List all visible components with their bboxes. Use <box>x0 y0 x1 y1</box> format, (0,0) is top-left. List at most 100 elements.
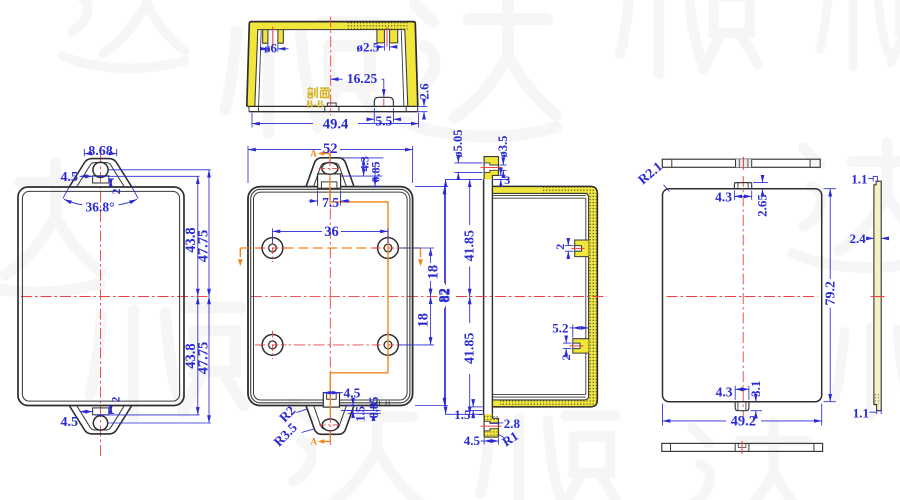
section-arrow <box>317 439 325 444</box>
dim-half-heights: 41.85 41.85 <box>445 178 482 415</box>
dimension-text: 41.85 <box>462 333 477 365</box>
dimension-text: 4.5 <box>61 415 79 430</box>
dimension-text: 3.1 <box>748 381 763 397</box>
dim-lid-tab-bottom-width: 4.3 <box>716 385 750 400</box>
dimension-text: 18 <box>425 265 441 280</box>
dimension-text: 2 <box>111 188 123 194</box>
dim-lid-width: 49.2 <box>662 403 823 430</box>
dimension-line <box>62 186 70 199</box>
boss-top-left <box>258 234 287 262</box>
dim-tab-width-bottom: 4.5 <box>323 385 361 400</box>
dim-hole: ø3.5 <box>496 136 510 179</box>
view-lid-front: R2.1 4.3 2.65 79.2 4.3 <box>635 159 839 430</box>
dimension-text: 16.25 <box>347 71 378 86</box>
dimension-text: 8.68 <box>88 144 113 159</box>
cutting-plane-aa: A A <box>310 149 389 447</box>
dim-boss-offset: 16.25 <box>330 71 386 98</box>
dim-overall-height: 82 <box>439 179 454 415</box>
dimension-text: 79.2 <box>824 281 839 306</box>
lid-tab-top-inner <box>737 182 749 189</box>
outline-line <box>484 162 499 173</box>
hatch-dots <box>543 186 596 194</box>
dim-step-top: 3 <box>493 167 510 188</box>
dimension-text: 2 <box>111 396 123 402</box>
dimension-text: ø3.5 <box>496 136 510 158</box>
dim-lid-height: 79.2 <box>823 188 839 403</box>
dimension-text: R1 <box>499 428 520 449</box>
dimension-text: 1.5 <box>354 406 368 422</box>
dim-boss-length: 5.2 <box>552 320 589 338</box>
dim-hole-spacing-x: 36 <box>272 224 389 244</box>
section-arrow <box>237 259 243 267</box>
dimension-text: 0.85 <box>367 397 381 419</box>
dimension-line <box>498 434 506 439</box>
dim-offset-top: 4.5 <box>61 170 93 185</box>
section-marker-a-top: A <box>310 149 317 159</box>
dimension-text: 47.75 <box>196 342 212 375</box>
dim-edge-top: 1.1 <box>851 171 878 186</box>
tab-bottom-notch <box>326 392 337 400</box>
ear-bottom-hole <box>92 415 109 431</box>
dimension-text: 4.3 <box>358 156 372 171</box>
dim-counterbore: ø5.05 <box>451 129 483 181</box>
ear-top-crosshair <box>318 159 342 178</box>
watermark-glyph <box>820 0 900 67</box>
section-cut-line <box>329 153 389 442</box>
section-title-en: B-B <box>306 100 324 111</box>
dim-ear-hole-offset: 2.8 <box>490 416 521 431</box>
ear-top-hole <box>92 161 109 179</box>
dimension-line <box>663 184 670 192</box>
section-outline-inner <box>254 29 409 107</box>
dimension-text: 82 <box>436 288 452 303</box>
rim-center-step <box>326 102 337 107</box>
section-marker-a-bottom: A <box>311 437 318 447</box>
dimension-text: R3.5 <box>271 420 301 450</box>
view-section-aa: ø5.05 ø3.5 3 41.85 41.85 <box>439 129 607 449</box>
ear-bottom-outer <box>68 405 133 435</box>
dim-step-bottom: 1.5 0.85 <box>341 397 381 422</box>
dimension-text: 43.8 <box>183 227 199 252</box>
boss-left-wall-b <box>277 29 284 44</box>
dimension-text: 2.8 <box>504 416 521 431</box>
ear-top-section <box>480 156 502 180</box>
watermark-glyph <box>62 0 184 68</box>
dimension-text: 0.85 <box>369 162 383 183</box>
body-outline-inner <box>21 190 181 402</box>
drawing-line <box>313 86 319 99</box>
boss-left-outline <box>262 29 284 44</box>
dim-ear-hole-width: 8.68 <box>83 144 118 159</box>
dim-half-bottom: 43.8 47.75 <box>94 296 212 424</box>
outline-line <box>483 156 500 180</box>
view-lid-side: 1.1 2.4 1.1 <box>850 171 890 421</box>
body-outline-outer <box>17 186 185 407</box>
watermark-glyph <box>403 0 556 137</box>
dim-boss-hole-bottom: 2 <box>559 335 573 361</box>
dim-hole-spacing-y: 18 18 <box>398 247 441 346</box>
dimension-text: 18 <box>415 313 431 328</box>
dimension-text: ø5.05 <box>451 129 465 157</box>
dimension-text: ø2.5 <box>357 40 380 55</box>
dimension-text: 7.5 <box>322 195 339 210</box>
dimension-text: 2 <box>553 244 567 250</box>
dimension-text: 1.1 <box>851 171 867 186</box>
dim-corner-radius: R2.1 <box>635 159 670 192</box>
boss-right-outline <box>376 29 399 44</box>
section-title: 剖面 B-B <box>306 86 330 111</box>
dim-edge-bottom: 1.1 <box>853 406 882 421</box>
outline-line <box>484 420 499 432</box>
dim-lid-tab-top-height: 2.65 <box>753 174 769 217</box>
dim-step-bottom: 1.5 <box>454 399 484 422</box>
tab-top-notch <box>320 181 338 189</box>
dimension-text: 82 <box>439 288 454 302</box>
watermark-glyph <box>683 423 816 500</box>
dim-fillet-r1: R1 <box>498 428 521 449</box>
dim-ear-angle: 36.8° <box>62 186 139 215</box>
dome-boss <box>373 96 394 107</box>
ear-bottom-crosshair <box>319 416 342 434</box>
dimension-text: 41.85 <box>462 230 477 262</box>
boss-bottom-left <box>258 330 287 359</box>
boss-right-wall-a <box>376 29 385 43</box>
boss-bottom-right <box>374 330 402 359</box>
bottom-wall-marks <box>376 400 390 406</box>
